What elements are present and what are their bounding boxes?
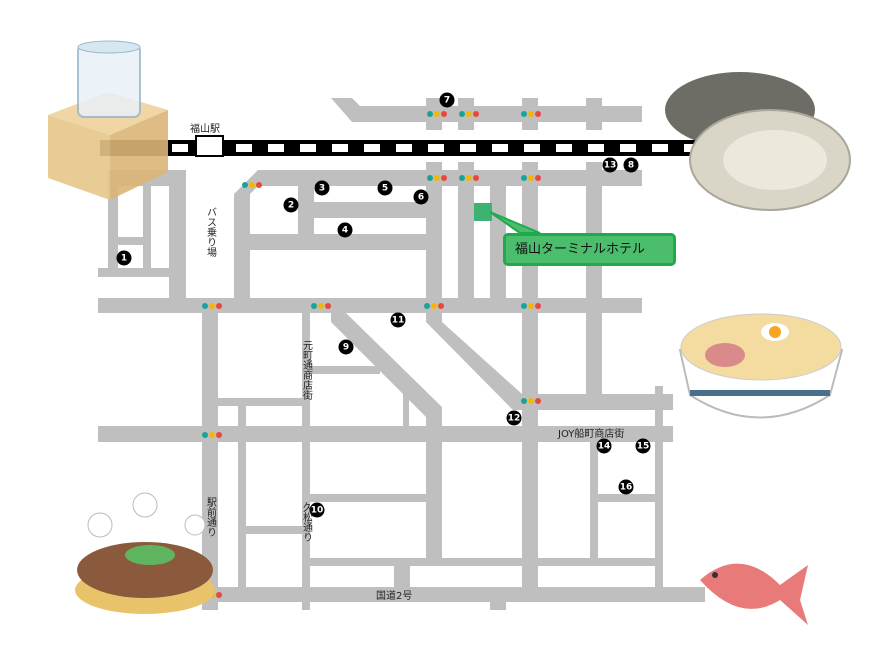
bus-stop-label: バス乗り場 xyxy=(205,207,217,258)
svg-text:11: 11 xyxy=(392,316,405,326)
spot-marker-9[interactable]: 9 xyxy=(338,339,354,355)
oyster-icon xyxy=(665,72,851,211)
okonomiyaki-icon xyxy=(75,492,215,614)
spot-marker-12[interactable]: 12 xyxy=(506,410,522,426)
svg-text:3: 3 xyxy=(319,184,325,194)
spot-marker-3[interactable]: 3 xyxy=(314,180,330,196)
motomachi-street-label: 元町通商店街 xyxy=(301,340,313,401)
spot-marker-4[interactable]: 4 xyxy=(337,222,353,238)
hisamatsu-street-label: 久松通り xyxy=(301,502,313,542)
spot-marker-11[interactable]: 11 xyxy=(390,312,406,328)
traffic-signal-icon xyxy=(521,175,541,181)
hotel-name: 福山ターミナルホテル xyxy=(515,242,646,257)
svg-text:14: 14 xyxy=(598,442,611,452)
spot-marker-13[interactable]: 13 xyxy=(602,157,618,173)
traffic-signal-icon xyxy=(459,175,479,181)
road xyxy=(331,98,642,122)
roads xyxy=(98,98,705,610)
spot-marker-8[interactable]: 8 xyxy=(623,157,639,173)
svg-text:2: 2 xyxy=(288,201,294,211)
svg-text:4: 4 xyxy=(342,226,348,236)
spot-marker-15[interactable]: 15 xyxy=(635,438,651,454)
spot-marker-2[interactable]: 2 xyxy=(283,197,299,213)
svg-text:12: 12 xyxy=(508,414,521,424)
traffic-signal-icon xyxy=(311,303,331,309)
svg-text:13: 13 xyxy=(604,161,617,171)
svg-text:10: 10 xyxy=(311,506,324,516)
station-label: 福山駅 xyxy=(190,122,220,135)
ekimae-street-label: 駅前通り xyxy=(205,497,217,537)
hotel-callout[interactable]: 福山ターミナルホテル xyxy=(503,233,676,266)
spot-marker-14[interactable]: 14 xyxy=(596,438,612,454)
spot-marker-10[interactable]: 10 xyxy=(309,502,325,518)
traffic-signal-icon xyxy=(521,303,541,309)
traffic-signals xyxy=(202,111,541,598)
station-box[interactable] xyxy=(195,135,224,157)
spot-marker-1[interactable]: 1 xyxy=(116,250,132,266)
spot-marker-16[interactable]: 16 xyxy=(618,479,634,495)
svg-text:1: 1 xyxy=(121,254,127,264)
svg-text:15: 15 xyxy=(637,442,650,452)
traffic-signal-icon xyxy=(202,303,222,309)
traffic-signal-icon xyxy=(459,111,479,117)
joy-funamachi-label: JOY船町商店街 xyxy=(557,427,624,440)
spot-marker-5[interactable]: 5 xyxy=(377,180,393,196)
svg-text:8: 8 xyxy=(628,161,634,171)
spot-marker-6[interactable]: 6 xyxy=(413,189,429,205)
spot-marker-7[interactable]: 7 xyxy=(439,92,455,108)
svg-text:7: 7 xyxy=(444,96,450,106)
svg-text:5: 5 xyxy=(382,184,388,194)
traffic-signal-icon xyxy=(424,303,444,309)
svg-text:9: 9 xyxy=(343,343,349,353)
svg-text:6: 6 xyxy=(418,193,424,203)
svg-text:16: 16 xyxy=(620,483,633,493)
traffic-signal-icon xyxy=(521,398,541,404)
traffic-signal-icon xyxy=(521,111,541,117)
traffic-signal-icon xyxy=(427,175,447,181)
railway xyxy=(100,135,720,157)
route2-label: 国道2号 xyxy=(376,589,412,602)
traffic-signal-icon xyxy=(202,432,222,438)
sake-masu-icon xyxy=(48,40,168,200)
traffic-signal-icon xyxy=(427,111,447,117)
ramen-icon xyxy=(678,313,844,419)
sea-bream-icon xyxy=(700,563,808,625)
hotel-marker[interactable] xyxy=(474,203,492,221)
traffic-signal-icon xyxy=(242,182,262,188)
